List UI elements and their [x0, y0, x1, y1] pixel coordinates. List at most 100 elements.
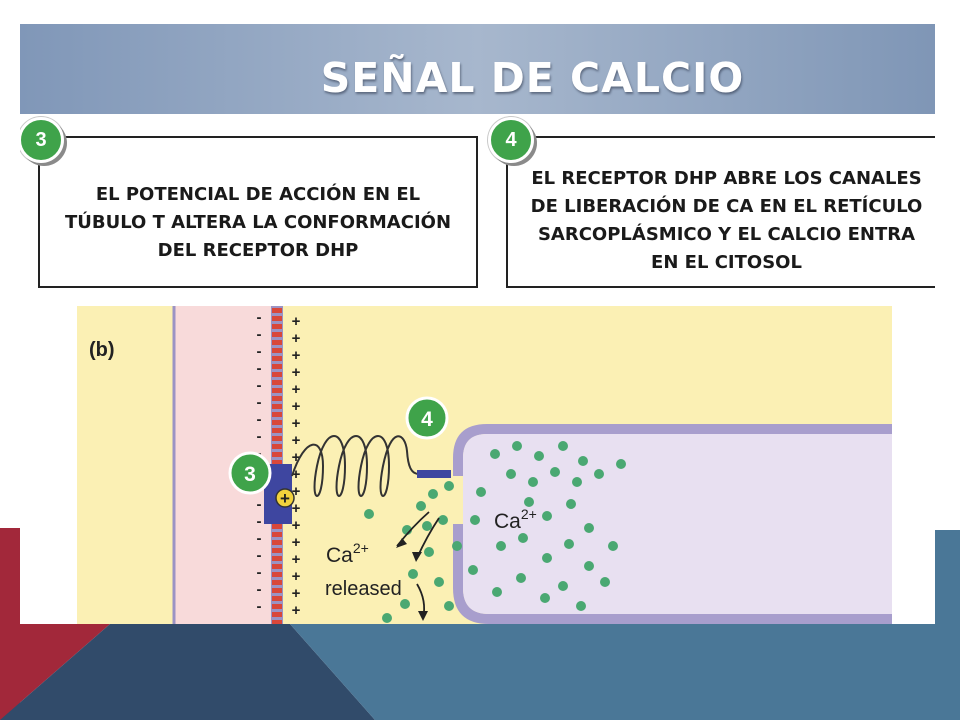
calcium-ion — [584, 561, 594, 571]
calcium-ion — [524, 497, 534, 507]
negative-charge-sign: - — [257, 343, 262, 360]
membrane-charge-bar — [272, 540, 282, 545]
calcium-ion — [424, 547, 434, 557]
negative-charge-sign: - — [257, 411, 262, 428]
calcium-ion — [594, 469, 604, 479]
calcium-ion — [512, 441, 522, 451]
calcium-ion — [444, 481, 454, 491]
membrane-charge-bar — [272, 572, 282, 577]
calcium-ion — [422, 521, 432, 531]
membrane-charge-bar — [272, 460, 282, 465]
diagram-badge-3-label: 3 — [244, 463, 256, 486]
calcium-ion — [616, 459, 626, 469]
membrane-charge-bar — [272, 412, 282, 417]
negative-charge-sign: - — [257, 530, 262, 547]
positive-charge-sign: + — [292, 398, 301, 415]
membrane-charge-bar — [272, 388, 282, 393]
calcium-ion — [506, 469, 516, 479]
ryanodine-receptor — [417, 470, 451, 478]
step-4-box: EL RECEPTOR DHP ABRE LOS CANALES DE LIBE… — [506, 136, 935, 288]
released-label: released — [325, 578, 402, 600]
negative-charge-sign: - — [257, 496, 262, 513]
membrane-charge-bar — [272, 620, 282, 624]
step-3-text: EL POTENCIAL DE ACCIÓN EN EL TÚBULO T AL… — [64, 184, 452, 261]
calcium-ion — [540, 593, 550, 603]
slide-panel: SEÑAL DE CALCIO EL POTENCIAL DE ACCIÓN E… — [20, 24, 935, 624]
calcium-ion — [534, 451, 544, 461]
dhp-receptor-charge-sign: + — [280, 489, 290, 508]
positive-charge-sign: + — [292, 500, 301, 517]
deco-navy-band — [0, 624, 375, 720]
calcium-ion — [428, 489, 438, 499]
positive-charge-sign: + — [292, 483, 301, 500]
ca-released-label: Ca2+ — [326, 540, 369, 567]
calcium-ion — [608, 541, 618, 551]
negative-charge-sign: - — [257, 360, 262, 377]
positive-charge-sign: + — [292, 517, 301, 534]
sarcoplasmic-reticulum-lumen — [463, 434, 892, 614]
calcium-ion — [400, 599, 410, 609]
calcium-ion — [558, 441, 568, 451]
calcium-ion — [576, 601, 586, 611]
positive-charge-sign: + — [292, 330, 301, 347]
membrane-charge-bar — [272, 564, 282, 569]
membrane-charge-bar — [272, 332, 282, 337]
negative-charge-sign: - — [257, 394, 262, 411]
negative-charge-sign: - — [257, 513, 262, 530]
calcium-ion — [438, 515, 448, 525]
calcium-ion — [444, 601, 454, 611]
positive-charge-sign: + — [292, 551, 301, 568]
slide-title: SEÑAL DE CALCIO — [320, 54, 745, 102]
negative-charge-sign: - — [257, 581, 262, 598]
positive-charge-sign: + — [292, 415, 301, 432]
negative-charge-sign: - — [257, 598, 262, 615]
calcium-ion — [492, 587, 502, 597]
membrane-charge-bar — [272, 364, 282, 369]
positive-charge-sign: + — [292, 364, 301, 381]
calcium-release-diagram: ------------------ ++++++++++++++++++ + … — [77, 306, 892, 624]
membrane-charge-bar — [272, 612, 282, 617]
release-arrow — [412, 552, 422, 562]
calcium-ion — [470, 515, 480, 525]
calcium-ion — [528, 477, 538, 487]
step-3-box: EL POTENCIAL DE ACCIÓN EN EL TÚBULO T AL… — [38, 136, 478, 288]
positive-charge-sign: + — [292, 568, 301, 585]
positive-charge-sign: + — [292, 313, 301, 330]
calcium-ion — [452, 541, 462, 551]
positive-charge-sign: + — [292, 432, 301, 449]
calcium-ion — [382, 613, 392, 623]
membrane-charge-bar — [272, 588, 282, 593]
calcium-ion — [496, 541, 506, 551]
calcium-ion — [558, 581, 568, 591]
release-arrow — [418, 611, 428, 621]
membrane-charge-bar — [272, 340, 282, 345]
calcium-ion — [542, 511, 552, 521]
membrane-charge-bar — [272, 604, 282, 609]
calcium-ion — [516, 573, 526, 583]
positive-charge-sign: + — [292, 585, 301, 602]
calcium-ion — [600, 577, 610, 587]
negative-charge-sign: - — [257, 547, 262, 564]
positive-charge-sign: + — [292, 602, 301, 619]
sarcoplasmic-reticulum-membrane — [453, 424, 892, 476]
calcium-ions — [364, 441, 626, 623]
membrane-charge-bar — [272, 316, 282, 321]
positive-charge-sign: + — [292, 381, 301, 398]
step-4-text: EL RECEPTOR DHP ABRE LOS CANALES DE LIBE… — [530, 168, 923, 273]
negative-charge-sign: - — [257, 377, 262, 394]
membrane-charge-bar — [272, 380, 282, 385]
membrane-charge-bar — [272, 396, 282, 401]
calcium-ion — [550, 467, 560, 477]
positive-charge-sign: + — [292, 347, 301, 364]
calcium-ion — [468, 565, 478, 575]
diagram-badge-3 — [228, 451, 272, 495]
calcium-ion — [542, 553, 552, 563]
membrane-charge-bar — [272, 452, 282, 457]
membrane-charge-bar — [272, 324, 282, 329]
receptor-linker-coil — [291, 435, 449, 497]
calcium-ion — [564, 539, 574, 549]
membrane-charge-bar — [272, 428, 282, 433]
diagram-badge-4-label: 4 — [421, 408, 433, 431]
membrane-charge-bar — [272, 548, 282, 553]
